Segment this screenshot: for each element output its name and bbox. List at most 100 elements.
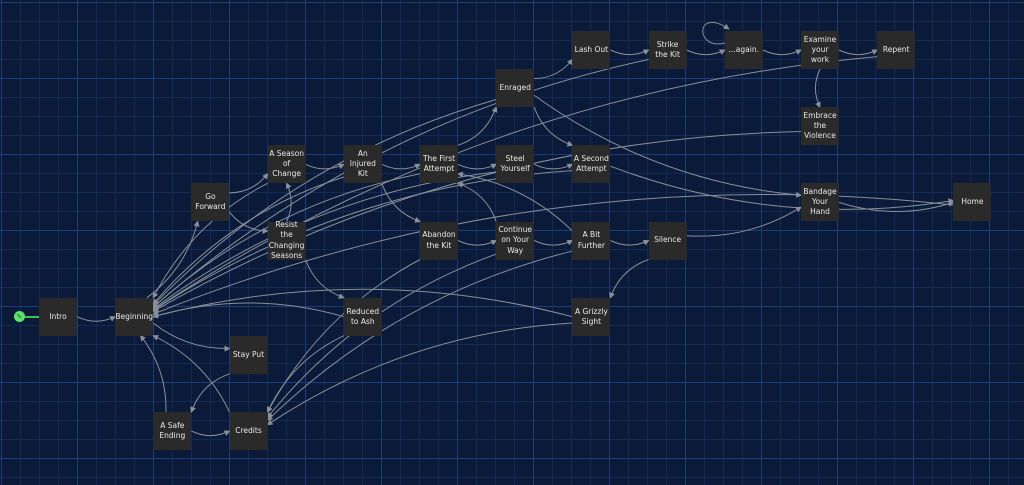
link-again-to-examine: [762, 49, 802, 56]
passage-label: Beginning: [115, 311, 154, 321]
link-goforward-to-season: [229, 173, 269, 194]
rocket-icon[interactable]: ✎: [14, 311, 25, 322]
passage-lash[interactable]: Lash Out: [572, 31, 611, 69]
link-further-to-silence: [610, 239, 650, 246]
link-strike-to-beginning: [152, 59, 649, 308]
passage-credits[interactable]: Credits: [229, 412, 268, 450]
passage-season[interactable]: A Season of Change: [267, 145, 306, 184]
link-further-to-first: [457, 171, 573, 232]
passage-label: Home: [961, 197, 984, 207]
link-further-to-credits: [266, 250, 573, 422]
link-ash-to-credits: [266, 335, 345, 413]
passage-intro[interactable]: Intro: [39, 297, 77, 336]
passage-label: Go Forward: [195, 192, 226, 212]
link-beginning-to-goforward: [146, 220, 200, 299]
passage-strike[interactable]: Strike the Kit: [648, 31, 687, 69]
passage-examine[interactable]: Examine your work: [801, 31, 839, 69]
passage-safe[interactable]: A Safe Ending: [153, 412, 192, 450]
passage-label: Intro: [49, 311, 67, 321]
link-ash-to-beginning: [152, 302, 344, 319]
passage-label: Reduced to Ash: [346, 306, 380, 326]
link-examine-to-embrace: [814, 68, 821, 109]
passage-label: A Season of Change: [269, 149, 304, 179]
passage-again[interactable]: ...again.: [724, 31, 763, 69]
passage-label: Resist the Changing Seasons: [268, 220, 305, 260]
link-injured-to-beginning: [152, 176, 344, 305]
link-stayput-to-safe: [190, 373, 230, 413]
passage-label: ...again.: [728, 44, 759, 54]
link-intro-to-beginning: [76, 316, 117, 322]
passage-label: Embrace the Violence: [803, 111, 837, 141]
passage-injured[interactable]: An Injured Kit: [343, 145, 382, 184]
link-goforward-to-resist: [229, 211, 269, 234]
link-resist-to-season: [286, 182, 292, 222]
passage-label: Bandage Your Hand: [803, 187, 837, 217]
link-embrace-to-beginning: [152, 130, 802, 312]
link-enraged-to-beginning: [152, 99, 497, 307]
link-steel-to-second: [533, 163, 574, 170]
link-season-to-injured: [305, 163, 345, 170]
passage-abandon[interactable]: Abandon the Kit: [420, 221, 458, 260]
passage-label: Continue on Your Way: [498, 225, 533, 255]
passage-continue[interactable]: Continue on Your Way: [496, 221, 535, 260]
passage-stayput[interactable]: Stay Put: [229, 335, 268, 374]
link-continue-to-credits: [266, 253, 497, 419]
link-silence-to-grizzly: [609, 259, 649, 299]
link-enraged-to-second: [533, 106, 574, 147]
link-continue-to-first: [457, 182, 497, 222]
link-continue-to-further: [533, 239, 574, 246]
passage-second[interactable]: A Second Attempt: [572, 145, 611, 184]
link-injured-to-abandon: [381, 183, 421, 223]
passage-label: Enraged: [499, 83, 531, 93]
link-examine-to-repent: [838, 49, 879, 56]
link-credits-to-beginning: [152, 335, 230, 413]
link-again-to-again: [702, 21, 730, 45]
passage-beginning[interactable]: Beginning: [115, 297, 154, 336]
passage-steel[interactable]: Steel Yourself: [496, 145, 535, 184]
passage-label: The First Attempt: [422, 154, 456, 174]
passage-first[interactable]: The First Attempt: [420, 145, 458, 184]
link-second-to-home: [610, 165, 955, 210]
passage-label: Silence: [654, 235, 682, 245]
link-silence-to-bandage: [686, 206, 802, 237]
link-resist-to-ash: [305, 259, 345, 299]
passage-embrace[interactable]: Embrace the Violence: [801, 107, 839, 146]
passage-silence[interactable]: Silence: [648, 221, 687, 260]
passage-label: Steel Yourself: [500, 154, 530, 174]
link-grizzly-to-beginning: [152, 288, 573, 319]
passage-repent[interactable]: Repent: [877, 31, 916, 69]
link-grizzly-to-credits: [266, 322, 573, 426]
passage-bandage[interactable]: Bandage Your Hand: [801, 183, 839, 222]
link-safe-to-credits: [191, 430, 231, 437]
passage-further[interactable]: A Bit Further: [572, 221, 611, 260]
link-safe-to-beginning: [139, 334, 167, 413]
link-first-to-enraged: [457, 106, 498, 146]
start-connector: [25, 316, 39, 318]
passage-label: Stay Put: [232, 349, 265, 359]
passage-goforward[interactable]: Go Forward: [191, 183, 230, 222]
link-beginning-to-stayput: [152, 322, 231, 352]
passage-label: A Safe Ending: [159, 420, 186, 440]
passage-ash[interactable]: Reduced to Ash: [343, 297, 382, 336]
passage-label: Abandon the Kit: [422, 230, 456, 250]
passage-label: Lash Out: [574, 44, 609, 54]
passage-resist[interactable]: Resist the Changing Seasons: [267, 220, 306, 260]
passage-label: A Grizzly Sight: [574, 306, 608, 326]
passage-grizzly[interactable]: A Grizzly Sight: [572, 297, 611, 336]
link-repent-to-beginning: [152, 56, 878, 311]
link-first-to-steel: [457, 163, 498, 170]
passage-enraged[interactable]: Enraged: [496, 69, 535, 108]
link-lash-to-strike: [610, 49, 650, 56]
passage-label: Credits: [235, 425, 262, 435]
passage-label: A Second Attempt: [573, 154, 609, 174]
passage-home[interactable]: Home: [953, 183, 992, 222]
passage-label: An Injured Kit: [349, 149, 376, 179]
passage-label: Strike the Kit: [655, 39, 680, 59]
passage-label: A Bit Further: [577, 230, 605, 250]
passage-label: Repent: [882, 44, 910, 54]
passage-label: Examine your work: [803, 34, 837, 65]
link-enraged-to-lash: [534, 58, 574, 80]
link-strike-to-again: [686, 49, 726, 56]
link-season-to-beginning: [152, 182, 268, 299]
